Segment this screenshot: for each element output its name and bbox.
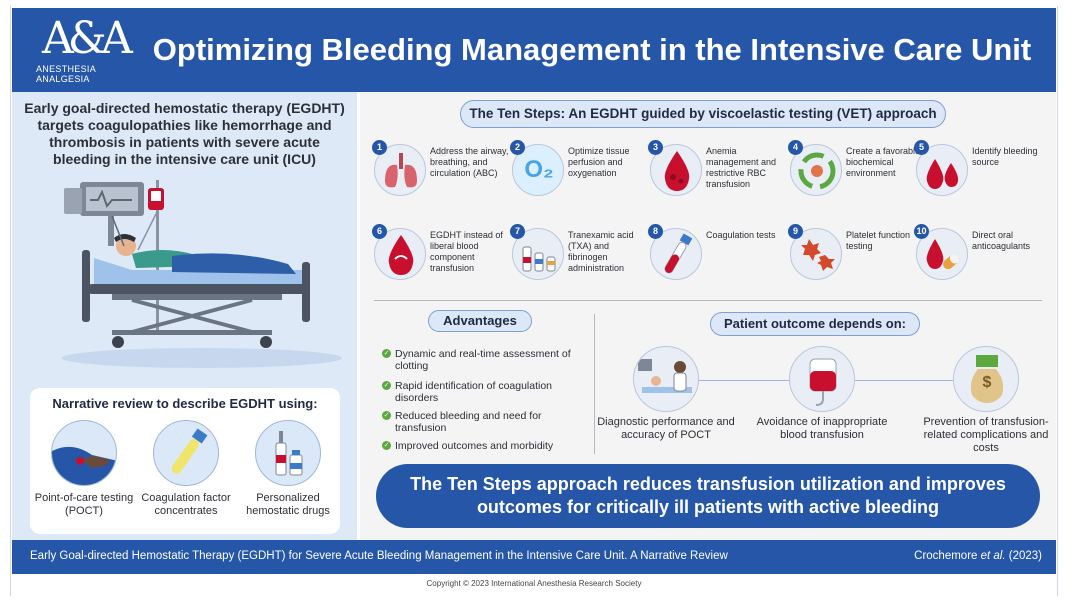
blood-drops-icon — [916, 144, 968, 196]
money-bag-glyph: $ — [982, 374, 992, 391]
step-number: 2 — [510, 140, 525, 155]
author-etal: et al. — [980, 550, 1006, 562]
step-number: 8 — [648, 224, 663, 239]
logo-line-2: ANALGESIA — [36, 74, 90, 84]
icu-bed-illustration — [62, 180, 342, 368]
author-name: Crochemore — [914, 550, 981, 562]
review-label: Personalized hemostatic drugs — [246, 492, 330, 517]
logo-mark: A&A — [42, 13, 133, 64]
check-icon: ✓ — [382, 441, 391, 450]
right-panel: The Ten Steps: An EGDHT guided by viscoe… — [360, 92, 1056, 540]
step-5: 5 Identify bleeding source — [914, 140, 1052, 200]
section-divider — [374, 300, 1042, 301]
outcome-label: Prevention of transfusion-related compli… — [923, 416, 1049, 454]
header: A&A ANESTHESIA ANALGESIA Optimizing Blee… — [12, 8, 1056, 92]
money-bag-icon: $ — [953, 346, 1019, 412]
review-title: Narrative review to describe EGDHT using… — [52, 396, 318, 411]
advantages-title: Advantages — [428, 310, 532, 332]
clinician-patient-icon — [633, 346, 699, 412]
advantage-item: ✓ Improved outcomes and morbidity — [382, 440, 582, 452]
review-item-factor-concentrates: Coagulation factor concentrates — [134, 420, 238, 518]
review-label: Coagulation factor concentrates — [141, 492, 231, 517]
step-text: Platelet function testing — [846, 230, 911, 251]
review-item-hemostatic-drugs: Personalized hemostatic drugs — [236, 420, 340, 518]
advantage-text: Rapid identification of coagulation diso… — [395, 380, 553, 404]
review-label: Point-of-care testing (POCT) — [34, 492, 134, 517]
step-number: 1 — [372, 140, 387, 155]
step-number: 10 — [914, 224, 929, 239]
step-text: Anemia management and restrictive RBC tr… — [706, 146, 777, 189]
outcome-label: Diagnostic performance and accuracy of P… — [597, 416, 735, 441]
blood-drop-icon — [650, 144, 702, 196]
drug-vials-icon — [512, 228, 564, 280]
step-text: EGDHT instead of liberal blood component… — [430, 230, 503, 273]
advantage-item: ✓ Rapid identification of coagulation dis… — [382, 380, 582, 404]
step-text: Create a favorable biochemical environme… — [846, 146, 921, 178]
intro-text: Early goal-directed hemostatic therapy (… — [24, 100, 345, 167]
step-2: O₂ 2 Optimize tissue perfusion and oxyge… — [510, 140, 648, 200]
step-4: 4 Create a favorable biochemical environ… — [788, 140, 926, 200]
left-panel: Early goal-directed hemostatic therapy (… — [12, 92, 357, 540]
advantage-item: ✓ Reduced bleeding and need for transfusi… — [382, 410, 582, 434]
publication-year: (2023) — [1005, 550, 1042, 562]
logo-line-1: ANESTHESIA — [36, 64, 97, 74]
step-7: 7 Tranexamic acid (TXA) and fibrinogen a… — [510, 224, 648, 284]
outcome-label: Avoidance of inappropriate blood transfu… — [756, 416, 888, 441]
conclusion-banner: The Ten Steps approach reduces transfusi… — [376, 464, 1040, 528]
step-text: Optimize tissue perfusion and oxygenatio… — [568, 146, 630, 178]
step-number: 4 — [788, 140, 803, 155]
step-9: 9 Platelet function testing — [788, 224, 926, 284]
outcome-item-complications: $ Prevention of transfusion-related comp… — [916, 346, 1056, 455]
ten-steps-title: The Ten Steps: An EGDHT guided by viscoe… — [460, 100, 946, 128]
check-icon: ✓ — [382, 411, 391, 420]
outcome-item-transfusion: Avoidance of inappropriate blood transfu… — [752, 346, 892, 442]
article-citation: Early Goal-directed Hemostatic Therapy (… — [30, 550, 728, 562]
step-10: 10 Direct oral anticoagulants — [914, 224, 1052, 284]
outcome-item-poct: Diagnostic performance and accuracy of P… — [596, 346, 736, 442]
review-item-poct: Point-of-care testing (POCT) — [32, 420, 136, 518]
drug-vials-icon — [255, 420, 321, 486]
narrative-review-box: Narrative review to describe EGDHT using… — [30, 388, 340, 534]
step-8: 8 Coagulation tests — [648, 224, 786, 284]
test-tube-icon — [153, 420, 219, 486]
check-icon: ✓ — [382, 381, 391, 390]
copyright-notice: Copyright © 2023 International Anesthesi… — [426, 579, 642, 588]
footer: Early Goal-directed Hemostatic Therapy (… — [12, 540, 1056, 574]
check-icon: ✓ — [382, 349, 391, 358]
oxygen-glyph: O₂ — [524, 156, 554, 183]
step-number: 3 — [648, 140, 663, 155]
page-title: Optimizing Bleeding Management in the In… — [152, 32, 1032, 67]
step-text: Address the airway, breathing, and circu… — [430, 146, 509, 178]
blood-bag-icon — [789, 346, 855, 412]
advantage-item: ✓ Dynamic and real-time assessment of clo… — [382, 348, 582, 372]
step-3: 3 Anemia management and restrictive RBC … — [648, 140, 786, 200]
author-citation: Crochemore et al. (2023) — [914, 550, 1042, 562]
step-text: Direct oral anticoagulants — [972, 230, 1031, 251]
step-number: 5 — [914, 140, 929, 155]
step-1: 1 Address the airway, breathing, and cir… — [372, 140, 510, 200]
step-number: 7 — [510, 224, 525, 239]
outcome-title: Patient outcome depends on: — [710, 312, 920, 336]
step-number: 6 — [372, 224, 387, 239]
infographic-frame — [10, 6, 1058, 596]
step-text: Identify bleeding source — [972, 146, 1038, 167]
advantage-text: Reduced bleeding and need for transfusio… — [395, 410, 542, 434]
step-text: Tranexamic acid (TXA) and fibrinogen adm… — [568, 230, 634, 273]
step-text: Coagulation tests — [706, 230, 776, 240]
step-6: 6 EGDHT instead of liberal blood compone… — [372, 224, 510, 284]
step-number: 9 — [788, 224, 803, 239]
advantage-text: Improved outcomes and morbidity — [395, 440, 554, 452]
advantage-text: Dynamic and real-time assessment of clot… — [395, 348, 571, 372]
column-divider — [594, 314, 595, 454]
blood-sample-hand-icon — [51, 420, 117, 486]
journal-logo: A&A ANESTHESIA ANALGESIA — [34, 13, 133, 90]
